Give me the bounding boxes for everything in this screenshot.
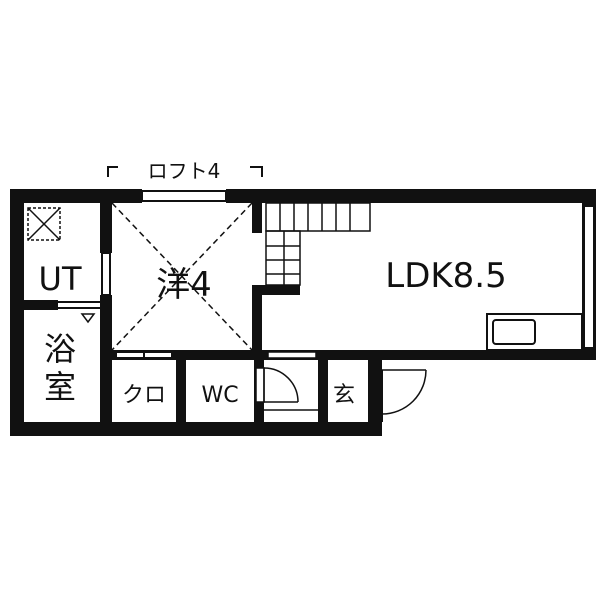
entrance-lines <box>264 351 318 411</box>
door-marker-icon <box>80 313 96 324</box>
toilet-label: WC <box>201 383 238 408</box>
loft-label: ロフト4 <box>148 159 221 183</box>
loft-diagonals <box>111 202 253 351</box>
window-top <box>141 190 227 202</box>
entrance-label: 玄 <box>333 383 355 408</box>
bath-label-line2: 室 <box>44 368 76 406</box>
ventilation-fan-icon <box>27 207 61 241</box>
bath-label-line1: 浴 <box>44 330 76 368</box>
loft-bracket <box>107 166 263 177</box>
outer-walls <box>10 189 596 436</box>
stairs-icon <box>265 202 371 286</box>
ut-bath-door <box>58 301 100 309</box>
wc-door-icon <box>255 367 299 403</box>
utility-label: UT <box>39 260 82 298</box>
entrance-door-icon <box>381 369 427 422</box>
closet-label: クロ <box>122 383 166 408</box>
window-right <box>583 205 595 349</box>
closet-sliding-door <box>115 351 173 359</box>
kitchen-counter-icon <box>486 313 583 351</box>
western-room-label: 洋4 <box>156 265 212 305</box>
ut-sliding-door <box>101 252 111 296</box>
ldk-label: LDK8.5 <box>385 256 507 296</box>
